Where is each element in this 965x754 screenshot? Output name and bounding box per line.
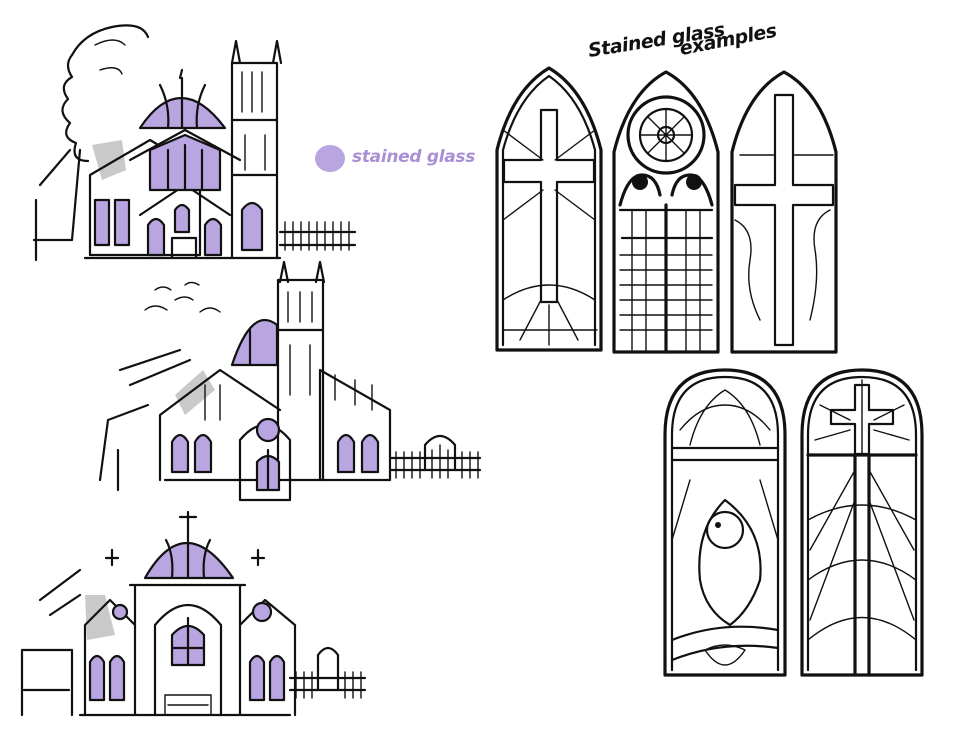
church-sketch-2: [98, 260, 482, 502]
window-simple-cross: [730, 70, 838, 354]
stained-glass-swatch: [315, 145, 345, 172]
legend-label: stained glass: [352, 147, 476, 167]
window-cross: [495, 66, 603, 352]
window-radiant-cross: [800, 368, 924, 677]
church-sketch-1: [32, 24, 357, 313]
window-bird: [663, 368, 787, 677]
church-sketch-3: [20, 510, 367, 717]
window-rose: [612, 70, 720, 354]
